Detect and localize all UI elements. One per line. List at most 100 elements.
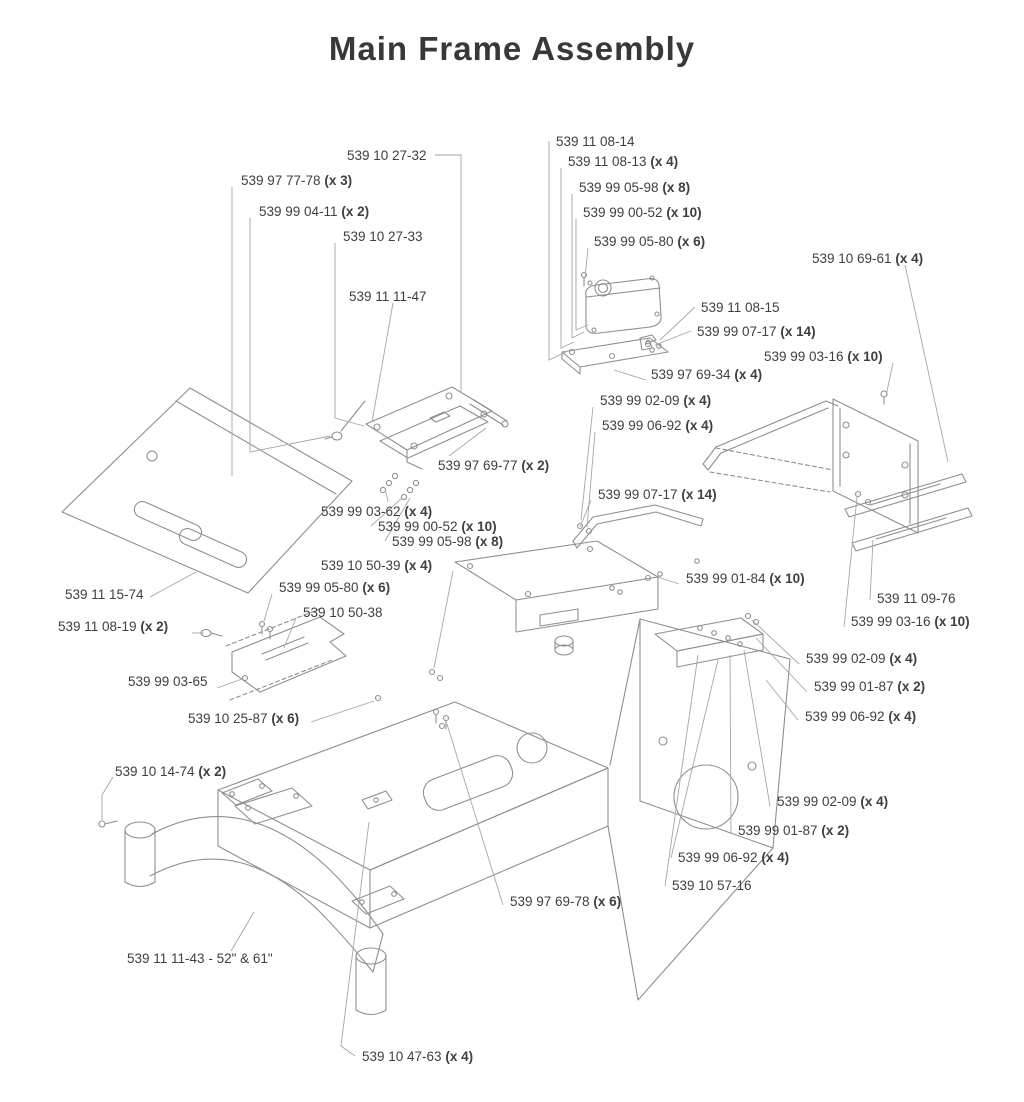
part-label: 539 99 05-80 (x 6)	[594, 234, 705, 249]
part-label: 539 10 69-61 (x 4)	[812, 251, 923, 266]
part-label: 539 11 11-47	[349, 289, 427, 304]
part-number: 539 97 69-34	[651, 367, 731, 382]
part-number: 539 99 05-98	[392, 534, 472, 549]
part-number: 539 99 01-87	[814, 679, 894, 694]
front-bolt	[98, 820, 106, 828]
part-number: 539 99 02-09	[777, 794, 857, 809]
part-label: 539 10 47-63 (x 4)	[362, 1049, 473, 1064]
part-label: 539 99 05-80 (x 6)	[279, 580, 390, 595]
part-number: 539 99 04-11	[259, 204, 338, 219]
part-quantity: (x 10)	[765, 571, 805, 586]
leader-lines	[101, 141, 949, 1057]
part-quantity: (x 4)	[681, 418, 714, 433]
part-label: 539 11 08-15	[701, 300, 780, 315]
part-quantity: (x 4)	[441, 1049, 474, 1064]
part-number: 539 99 03-16	[851, 614, 931, 629]
part-label: 539 99 05-98 (x 8)	[392, 534, 503, 549]
part-number: 539 99 03-65	[128, 674, 208, 689]
part-label: 539 99 02-09 (x 4)	[806, 651, 917, 666]
front-axle-beam	[98, 787, 387, 1016]
part-number: 539 99 07-17	[697, 324, 777, 339]
part-label: 539 11 15-74	[65, 587, 144, 602]
part-quantity: (x 8)	[471, 534, 504, 549]
part-number: 539 11 08-13	[568, 154, 647, 169]
part-label: 539 10 25-87 (x 6)	[188, 711, 299, 726]
part-number: 539 11 08-15	[701, 300, 780, 315]
part-label: 539 99 06-92 (x 4)	[678, 850, 789, 865]
part-label: 539 10 27-32	[347, 148, 427, 163]
part-label: 539 99 06-92 (x 4)	[805, 709, 916, 724]
part-number: 539 11 08-14	[556, 134, 635, 149]
part-quantity: (x 14)	[677, 487, 717, 502]
part-quantity: (x 2)	[817, 823, 850, 838]
part-quantity: (x 4)	[885, 651, 918, 666]
control-bracket	[324, 386, 509, 501]
part-quantity: (x 2)	[136, 619, 169, 634]
part-number: 539 99 06-92	[805, 709, 885, 724]
part-number: 539 97 77-78	[241, 173, 321, 188]
left-bracket	[200, 607, 347, 701]
part-quantity: (x 14)	[776, 324, 816, 339]
part-label: 539 11 09-76	[877, 591, 956, 606]
part-quantity: (x 4)	[884, 709, 917, 724]
part-label: 539 99 07-17 (x 14)	[598, 487, 717, 502]
part-number: 539 99 00-52	[378, 519, 458, 534]
tank-clip	[639, 334, 657, 351]
part-quantity: (x 4)	[400, 558, 433, 573]
part-number: 539 99 06-92	[602, 418, 682, 433]
part-quantity: (x 4)	[856, 794, 889, 809]
part-label: 539 97 69-78 (x 6)	[510, 894, 621, 909]
part-quantity: (x 2)	[194, 764, 227, 779]
part-label: 539 99 07-17 (x 14)	[697, 324, 816, 339]
part-label: 539 99 05-98 (x 8)	[579, 180, 690, 195]
part-quantity: (x 10)	[930, 614, 970, 629]
part-number: 539 10 47-63	[362, 1049, 442, 1064]
part-label: 539 97 69-34 (x 4)	[651, 367, 762, 382]
part-number: 539 99 06-92	[678, 850, 758, 865]
part-label: 539 11 08-13 (x 4)	[568, 154, 678, 169]
part-label: 539 97 69-77 (x 2)	[438, 458, 549, 473]
part-label: 539 99 02-09 (x 4)	[600, 393, 711, 408]
part-number: 539 97 69-78	[510, 894, 590, 909]
part-quantity: (x 2)	[893, 679, 926, 694]
part-number: 539 99 03-62	[321, 504, 401, 519]
part-label: 539 97 77-78 (x 3)	[241, 173, 352, 188]
part-quantity: (x 6)	[267, 711, 300, 726]
part-quantity: (x 6)	[673, 234, 706, 249]
part-label: 539 99 00-52 (x 10)	[378, 519, 497, 534]
part-label: 539 99 03-62 (x 4)	[321, 504, 432, 519]
part-label: 539 99 03-16 (x 10)	[764, 349, 883, 364]
part-label: 539 11 08-14	[556, 134, 635, 149]
part-number: 539 11 15-74	[65, 587, 144, 602]
part-number: 539 11 11-47	[349, 289, 427, 304]
part-quantity: (x 10)	[457, 519, 497, 534]
part-label: 539 99 02-09 (x 4)	[777, 794, 888, 809]
part-quantity: (x 6)	[358, 580, 391, 595]
part-label: 539 10 50-39 (x 4)	[321, 558, 432, 573]
rear-frame-assembly	[702, 390, 973, 552]
part-number: 539 99 05-80	[279, 580, 359, 595]
part-number: 539 11 08-19	[58, 619, 137, 634]
part-number: 539 10 69-61	[812, 251, 892, 266]
part-label: 539 99 01-87 (x 2)	[814, 679, 925, 694]
part-number: 539 99 05-98	[579, 180, 659, 195]
part-number: 539 99 05-80	[594, 234, 674, 249]
part-quantity: (x 2)	[517, 458, 550, 473]
fuel-tank	[580, 271, 662, 334]
part-number: 539 99 01-87	[738, 823, 818, 838]
part-quantity: (x 8)	[658, 180, 691, 195]
part-quantity: (x 6)	[589, 894, 622, 909]
part-label: 539 11 08-19 (x 2)	[58, 619, 168, 634]
part-number: 539 10 27-33	[343, 229, 423, 244]
part-label: 539 10 50-38	[303, 605, 383, 620]
part-number: 539 99 03-16	[764, 349, 844, 364]
part-label: 539 99 00-52 (x 10)	[583, 205, 702, 220]
part-label: 539 99 06-92 (x 4)	[602, 418, 713, 433]
part-number: 539 10 57-16	[672, 878, 752, 893]
part-number: 539 10 50-39	[321, 558, 401, 573]
part-quantity: (x 3)	[320, 173, 353, 188]
diagram-title: Main Frame Assembly	[328, 30, 696, 67]
part-label: 539 99 04-11 (x 2)	[259, 204, 369, 219]
part-quantity: (x 10)	[843, 349, 883, 364]
